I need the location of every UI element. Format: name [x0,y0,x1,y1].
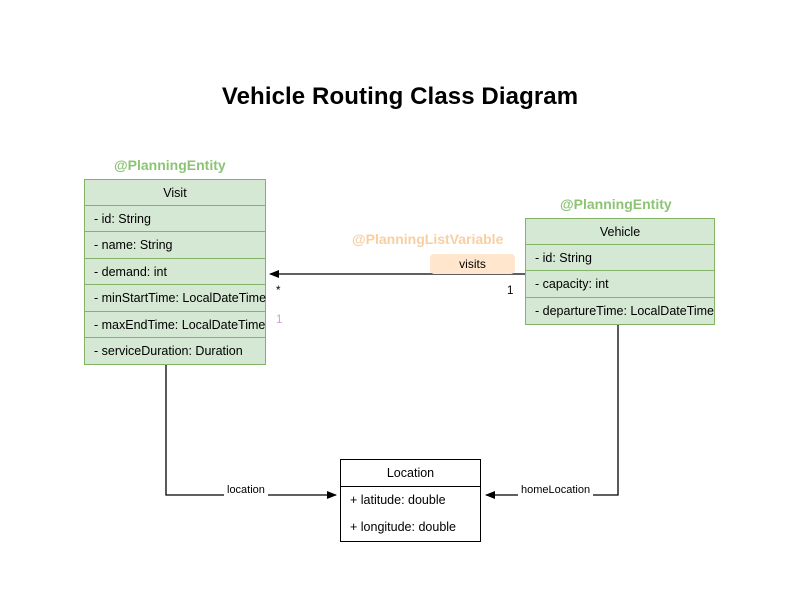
stereotype-visit: @PlanningEntity [114,157,226,173]
class-attribute: - id: String [85,206,265,233]
class-attribute: + longitude: double [350,520,456,534]
multiplicity-visit-side: * [276,285,281,297]
class-attribute: - id: String [526,245,714,272]
edge-label-visits[interactable]: visits [430,254,515,274]
class-attribute: - name: String [85,232,265,259]
class-name-visit: Visit [85,180,265,206]
edge-visit-location [165,363,337,499]
stereotype-vehicle: @PlanningEntity [560,196,672,212]
edge-vehicle-homelocation [485,323,619,499]
class-attribute: - maxEndTime: LocalDateTime [85,312,265,338]
class-box-vehicle[interactable]: Vehicle - id: String - capacity: int - d… [525,218,715,326]
class-name-location: Location [341,460,480,487]
class-name-vehicle: Vehicle [526,219,714,245]
class-box-location[interactable]: Location + latitude: double + longitude:… [340,459,481,542]
stereotype-planning-list-variable: @PlanningListVariable [352,231,504,247]
class-attribute: - departureTime: LocalDateTime [535,303,715,318]
class-attribute: - minStartTime: LocalDateTime [85,285,266,312]
multiplicity-visit-side-secondary: 1 [276,314,283,326]
class-box-visit[interactable]: Visit - id: String - name: String - dema… [84,179,266,366]
edge-label-location: location [224,484,268,496]
class-attribute: - serviceDuration: Duration [94,343,243,358]
edge-label-home-location: homeLocation [518,484,594,496]
page-title: Vehicle Routing Class Diagram [221,83,579,110]
class-attribute: - capacity: int [526,271,714,298]
class-attribute: + latitude: double [350,493,446,507]
class-attribute: - demand: int [85,259,265,286]
multiplicity-vehicle-side: 1 [507,285,514,297]
